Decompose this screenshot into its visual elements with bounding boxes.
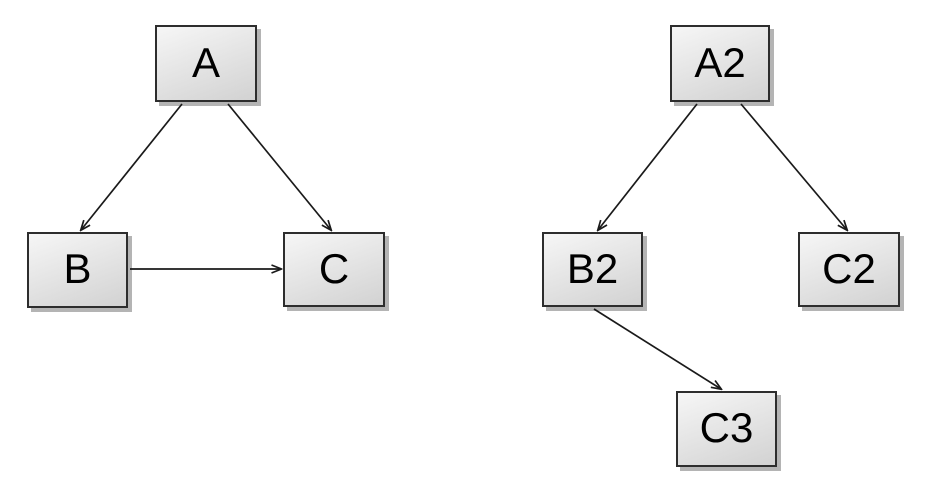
node-C2[interactable]: C2 [798, 232, 900, 307]
node-label: B [63, 245, 92, 292]
node-C[interactable]: C [283, 232, 385, 307]
node-label: C2 [822, 244, 876, 292]
node-label: B2 [566, 244, 619, 292]
edge-A2-C2 [740, 103, 847, 230]
node-A2[interactable]: A2 [670, 25, 770, 102]
node-label: A [191, 38, 220, 86]
node-label: C3 [699, 404, 754, 451]
node-B[interactable]: B [27, 232, 128, 308]
edge-B2-C3 [593, 308, 721, 389]
edge-A-C [227, 103, 331, 230]
node-label: A2 [694, 38, 746, 86]
edge-A2-B2 [598, 103, 698, 230]
node-B2[interactable]: B2 [542, 232, 643, 307]
node-label: C [318, 244, 350, 292]
edge-A-B [81, 103, 183, 230]
node-A[interactable]: A [155, 25, 257, 102]
node-C3[interactable]: C3 [676, 391, 777, 467]
